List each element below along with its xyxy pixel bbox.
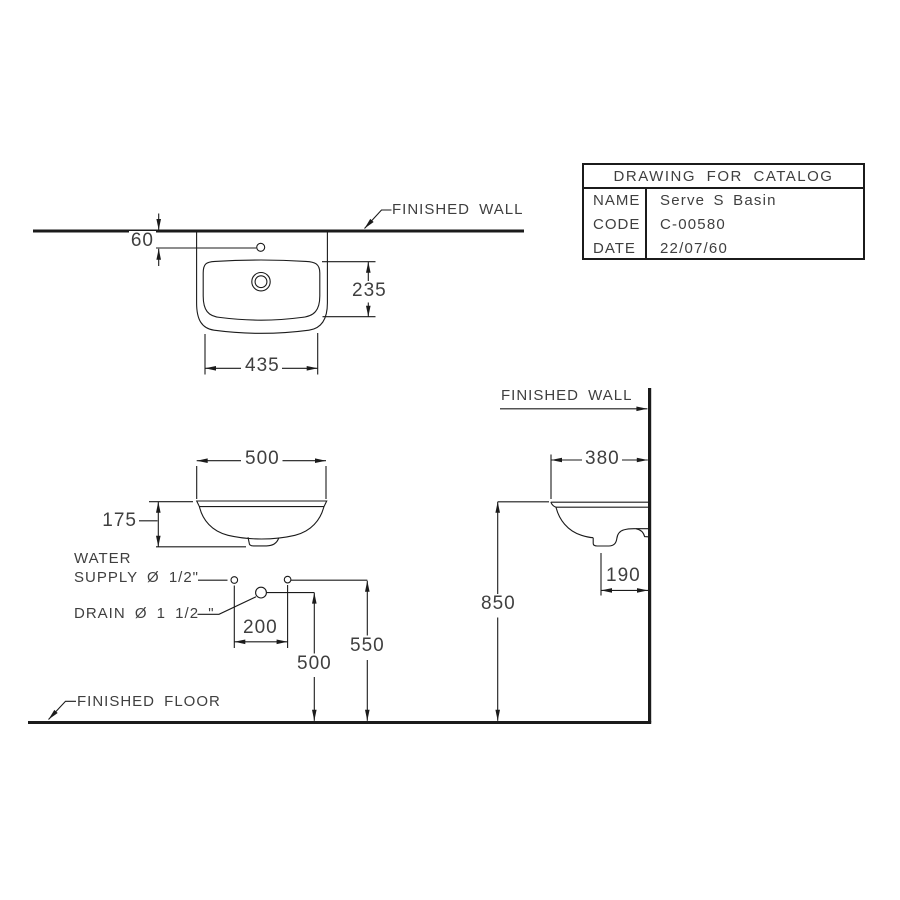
dim-175-label: 175 xyxy=(100,510,139,531)
basin-rim-front xyxy=(195,500,328,508)
finished-floor-label: FINISHED FLOOR xyxy=(77,693,221,710)
dim-850-label: 850 xyxy=(479,593,518,614)
basin-outline-plan xyxy=(196,231,328,334)
dim-60-label: 60 xyxy=(128,230,156,251)
water-supply-hole-left xyxy=(230,576,239,584)
basin-drain-trap-front xyxy=(247,537,280,547)
water-supply-label-line2: SUPPLY Ø 1/2" xyxy=(74,569,199,586)
dim-200-label: 200 xyxy=(241,617,280,638)
front-view xyxy=(28,458,652,724)
title-block-heading: DRAWING FOR CATALOG xyxy=(584,165,863,189)
title-block-row-date: DATE 22/07/60 xyxy=(584,236,863,261)
drain-hole xyxy=(255,586,267,599)
overflow-drain-outer xyxy=(251,271,271,292)
finished-floor-leader xyxy=(48,700,76,720)
code-label: CODE xyxy=(584,212,647,237)
name-label: NAME xyxy=(584,189,647,213)
title-block-row-code: CODE C-00580 xyxy=(584,212,863,237)
title-block-row-name: NAME Serve S Basin xyxy=(584,189,863,213)
dim-550-label: 550 xyxy=(348,635,387,656)
basin-drain-trap-side xyxy=(592,528,649,547)
code-value: C-00580 xyxy=(660,216,726,233)
dim-500-height-label: 500 xyxy=(295,653,334,674)
faucet-hole xyxy=(256,242,266,252)
basin-bowl-rim-plan xyxy=(202,259,321,321)
date-label: DATE xyxy=(584,236,647,261)
dim-235-label: 235 xyxy=(350,280,389,301)
basin-bowl-front xyxy=(198,506,325,540)
basin-mount-bracket-side xyxy=(635,528,649,538)
drain-label: DRAIN Ø 1 1/2 " xyxy=(74,605,215,622)
date-value: 22/07/60 xyxy=(660,239,728,257)
top-view xyxy=(33,209,524,375)
overflow-drain-inner xyxy=(254,275,268,289)
dim-500-width-label: 500 xyxy=(243,448,282,469)
title-block-rows: NAME Serve S Basin CODE C-00580 DATE 22/… xyxy=(584,189,863,261)
finished-wall-label-top: FINISHED WALL xyxy=(392,201,524,218)
finished-wall-label-side: FINISHED WALL xyxy=(501,387,633,404)
finished-wall-leader-top xyxy=(364,209,392,229)
dim-435-label: 435 xyxy=(243,355,282,376)
side-view xyxy=(495,388,652,723)
name-value: Serve S Basin xyxy=(660,192,777,210)
drain-leader xyxy=(197,596,257,615)
dim-190-label: 190 xyxy=(604,565,643,586)
basin-bowl-side xyxy=(555,507,594,539)
water-supply-label-line1: WATER xyxy=(74,550,132,567)
water-supply-hole-right xyxy=(283,575,292,584)
title-block: DRAWING FOR CATALOG NAME Serve S Basin C… xyxy=(582,163,865,261)
dim-380-label: 380 xyxy=(583,448,622,469)
basin-rim-nose-side xyxy=(550,501,557,508)
